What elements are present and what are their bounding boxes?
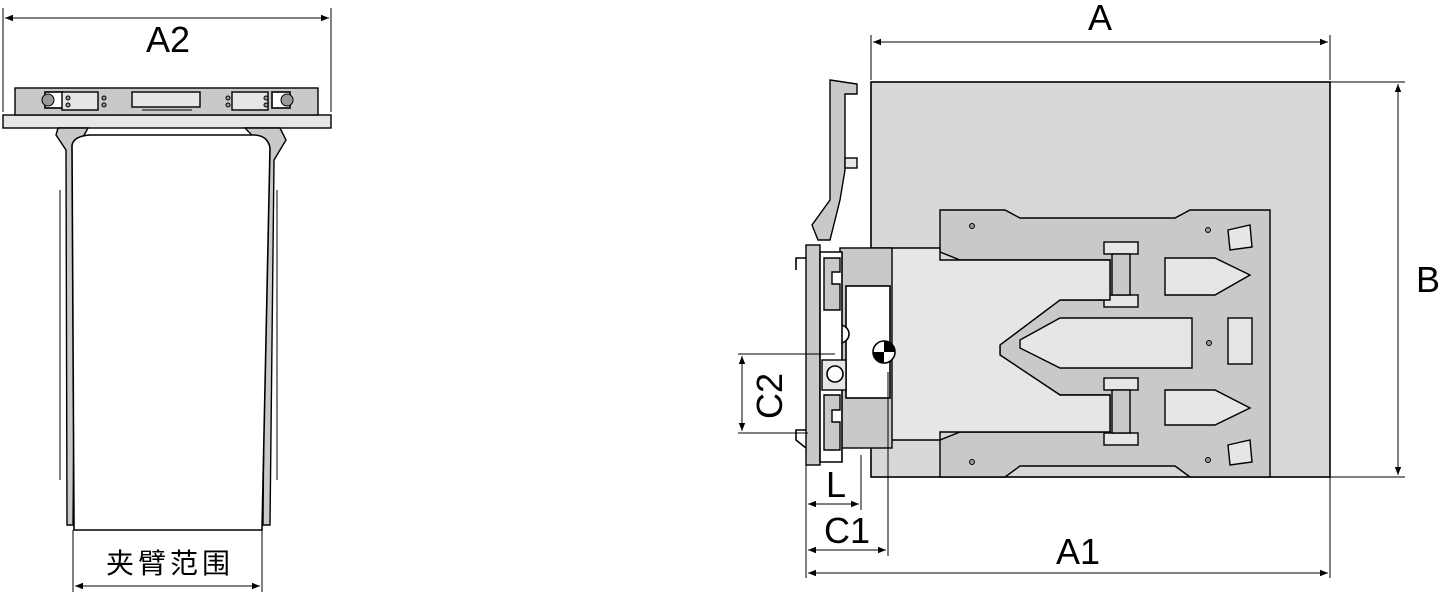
front-view: A2 夹臂范围 xyxy=(2,8,332,592)
a-label: A xyxy=(1088,0,1112,38)
carriage-rail xyxy=(805,244,821,466)
clamp-range-label: 夹臂范围 xyxy=(106,547,234,580)
left-clamp-arm xyxy=(55,127,90,526)
side-view: A B xyxy=(738,0,1440,578)
a2-label: A2 xyxy=(146,19,190,60)
a1-label: A1 xyxy=(1056,531,1100,572)
c2-label: C2 xyxy=(749,373,790,419)
top-hook xyxy=(811,79,858,241)
arm-body xyxy=(869,247,1111,441)
b-label: B xyxy=(1416,259,1440,300)
c1-label: C1 xyxy=(824,510,870,551)
carriage-plate xyxy=(2,114,332,129)
l-label: L xyxy=(826,464,846,505)
